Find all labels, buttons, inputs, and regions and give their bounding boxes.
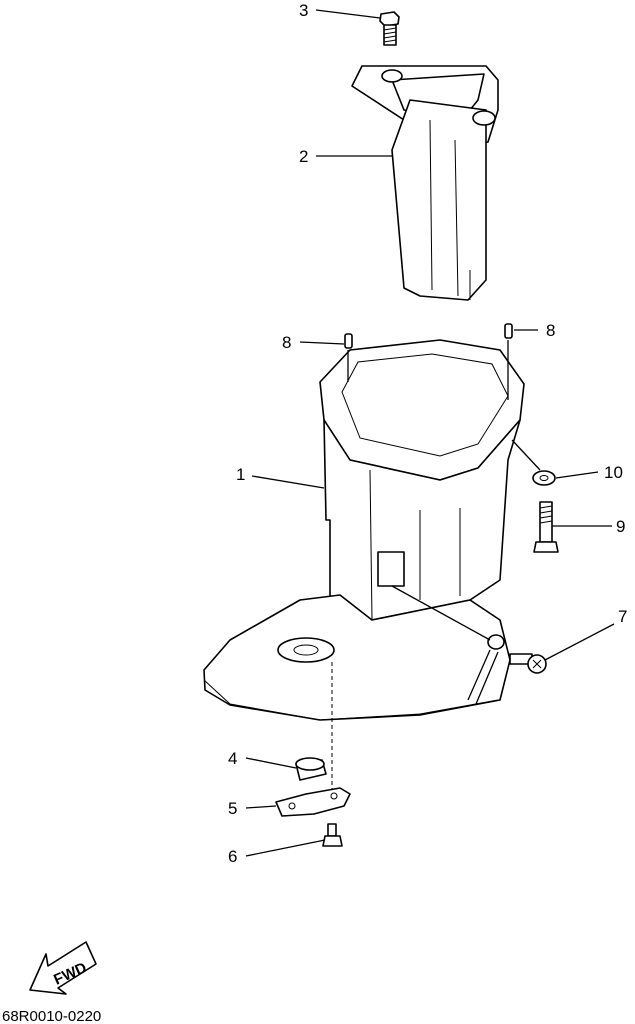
part-1-housing [203,339,525,790]
callout-3: 3 [299,1,308,20]
callout-6: 6 [228,847,237,866]
part-6-bolt [322,823,343,847]
callout-10: 10 [604,463,623,482]
part-3-bolt [379,11,400,46]
fwd-arrow: FWD [29,941,97,995]
callout-8-right: 8 [546,321,555,340]
callout-4: 4 [228,749,237,768]
callout-7: 7 [618,607,627,626]
part-8-dowel-left [344,333,353,349]
part-2-tube [351,65,499,301]
diagram-code: 68R0010-0220 [2,1008,101,1024]
part-4-grommet [295,757,327,781]
callout-1: 1 [236,465,245,484]
part-10-washer [532,470,556,486]
callout-9: 9 [616,517,625,536]
part-7-screw [509,653,547,674]
callout-2: 2 [299,147,308,166]
part-9-bolt [533,501,559,553]
part-8-dowel-right [504,323,513,339]
leader-lines [245,9,615,857]
callout-8-left: 8 [282,333,291,352]
ground-wire-lead [467,634,505,705]
callout-5: 5 [228,799,237,818]
part-5-plate [275,787,351,817]
